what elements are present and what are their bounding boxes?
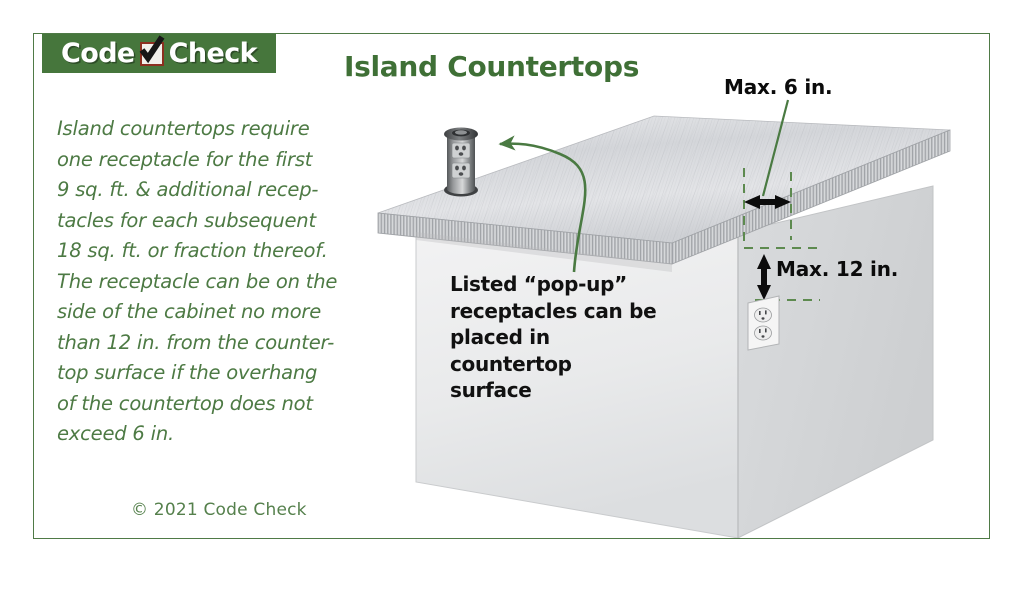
- countertop-slab: [377, 115, 951, 272]
- body-line: side of the cabinet no more: [57, 300, 322, 323]
- body-line: of the countertop does not: [57, 391, 313, 415]
- checkbox-checked-icon: [139, 34, 165, 66]
- popup-callout-arrow: [498, 135, 587, 273]
- island-cabinet: [415, 185, 934, 539]
- figure-border: [33, 33, 990, 539]
- body-line: than 12 in. from the counter-: [57, 330, 335, 354]
- body-line: 18 sq. ft. or fraction thereof.: [57, 239, 328, 262]
- logo-word-code: Code: [61, 38, 135, 69]
- receptacle-outlet-lower: [754, 325, 772, 341]
- pop-up-outlet-faces: [451, 142, 471, 179]
- dimension-label-max-6in: Max. 6 in.: [724, 75, 833, 99]
- body-line: top surface if the overhang: [57, 361, 318, 384]
- copyright-notice: © 2021 Code Check: [131, 500, 307, 520]
- callout-line: Listed “pop-up”: [450, 272, 627, 296]
- receptacle-outlet-upper: [754, 307, 772, 323]
- body-line: Island countertops require: [57, 117, 310, 140]
- overhang-double-arrow: [744, 195, 791, 209]
- callout-line: placed in: [450, 325, 550, 349]
- requirements-text: Island countertops require one receptacl…: [57, 114, 377, 450]
- body-line: tacles for each subsequent: [57, 208, 316, 232]
- overhang-dimension-group: [743, 99, 792, 247]
- logo-word-check: Check: [168, 38, 258, 69]
- body-line: exceed 6 in.: [57, 422, 175, 445]
- callout-line: countertop: [450, 351, 572, 376]
- code-check-logo[interactable]: Code Check: [42, 34, 276, 73]
- duplex-wall-receptacle[interactable]: [747, 295, 780, 351]
- height-double-arrow: [757, 254, 771, 300]
- callout-line: surface: [450, 378, 532, 402]
- body-line: one receptacle for the first: [57, 147, 313, 171]
- pop-up-receptacle[interactable]: [444, 127, 478, 197]
- page-title: Island Countertops: [344, 50, 640, 83]
- popup-receptacle-callout: Listed “pop-up” receptacles can be place…: [450, 271, 680, 404]
- max-6in-leader-line: [761, 99, 790, 197]
- body-line: The receptacle can be on the: [57, 269, 338, 293]
- dimension-label-max-12in: Max. 12 in.: [776, 257, 899, 281]
- body-line: 9 sq. ft. & additional recep-: [57, 178, 319, 201]
- callout-line: receptacles can be: [450, 298, 657, 323]
- countertop-right-edge: [671, 129, 951, 265]
- receptacle-height-dimension-group: [744, 247, 820, 301]
